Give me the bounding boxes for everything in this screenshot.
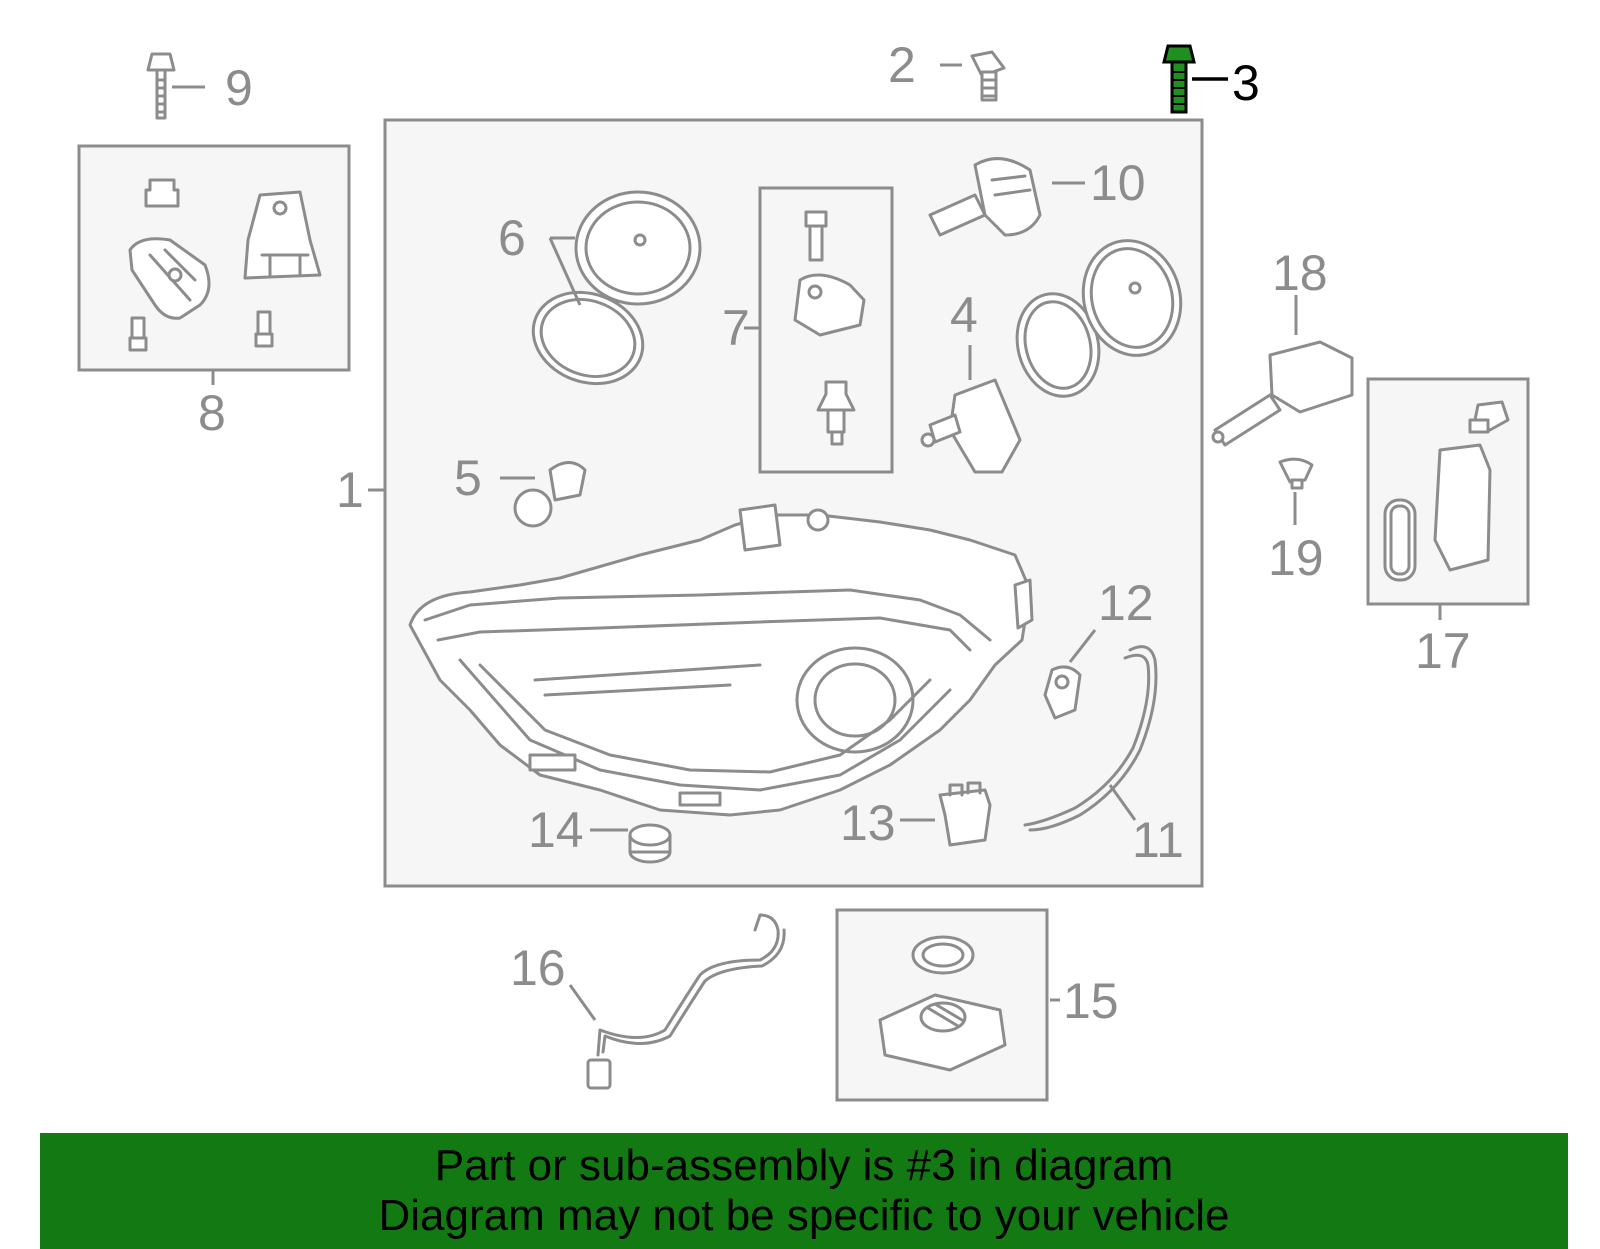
connector-13-icon [938,781,992,847]
bulb-5-icon [513,461,587,528]
callout-17: 17 [1415,623,1471,679]
callout-8: 8 [198,385,226,441]
callout-11: 11 [1132,812,1184,868]
callout-5: 5 [454,450,482,506]
harness-11-icon [1023,645,1158,832]
headlamp-assembly-icon [408,503,1034,817]
callout-9: 9 [225,60,253,116]
callout-12: 12 [1098,575,1154,631]
cover-cap-6-icon [531,190,702,386]
callout-7: 7 [722,300,750,356]
banner-line-1: Part or sub-assembly is #3 in diagram [434,1141,1174,1190]
grommet-14-icon [628,823,672,864]
callout-19: 19 [1268,530,1324,586]
callout-15: 15 [1063,973,1119,1029]
socket-12-icon [1043,665,1082,720]
bolt-3-icon [1162,44,1196,114]
banner-line-2: Diagram may not be specific to your vehi… [378,1191,1230,1240]
clip-19-icon [1278,457,1314,490]
callout-18: 18 [1272,245,1328,301]
adjuster-kit-7-icon [793,210,866,446]
callout-3: 3 [1232,55,1260,111]
callout-1: 1 [336,462,364,518]
xenon-bulb-18-icon [1211,340,1354,447]
bolt-2-icon [970,50,1006,102]
callout-2: 2 [888,37,916,93]
cover-cap-right-icon [1015,239,1183,398]
bracket-kit-8-icon [128,178,322,352]
info-banner: Part or sub-assembly is #3 in diagram Di… [40,1133,1568,1249]
bolt-9-icon [146,52,176,120]
callout-16: 16 [510,940,566,996]
level-motor-4-icon [920,378,1022,474]
bulb-10-icon [928,157,1042,237]
module-17-icon [1383,400,1510,582]
callout-10: 10 [1090,155,1146,211]
callout-14: 14 [528,802,584,858]
harness-16-icon [586,913,786,1090]
callout-4: 4 [950,287,978,343]
ballast-15-icon [878,935,1007,1072]
callout-13: 13 [840,795,896,851]
callout-6: 6 [498,210,526,266]
